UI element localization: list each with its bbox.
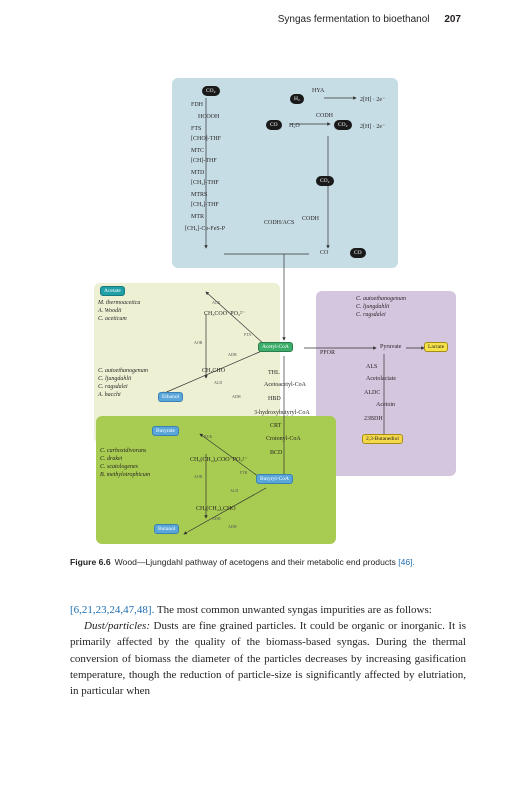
co2b-node: CO₂: [334, 120, 352, 130]
h2o-label: H₂O: [289, 123, 300, 129]
ch2-thf-label: [CH₂]-THF: [191, 180, 219, 186]
codh-top-label: CODH: [316, 113, 334, 119]
body-text: [6,21,23,24,47,48]. The most common unwa…: [70, 602, 466, 699]
enzyme-label: PTB: [240, 470, 248, 475]
fdh-label: FDH: [191, 102, 204, 108]
caption-label: Figure 6.6: [70, 557, 111, 567]
paragraph: [6,21,23,24,47,48]. The most common unwa…: [70, 602, 466, 618]
paragraph-text: Dusts are fine grained particles. It cou…: [70, 620, 466, 698]
hya-label: HYA: [312, 88, 325, 94]
butanediol-node: 2,3-Butanediol: [362, 434, 403, 444]
ch-thf-label: [CH]-THF: [191, 158, 217, 164]
als-label: ALS: [366, 364, 378, 370]
butyryl-coa-node: Butyryl-CoA: [256, 474, 294, 484]
page-number: 207: [444, 14, 461, 25]
acetyl-coa-node: Acetyl-CoA: [258, 342, 293, 352]
mtc-label: MTC: [191, 148, 205, 154]
pathway-arrows: [161, 96, 425, 535]
codh-acs-label: CODH/ACS: [264, 220, 295, 226]
acetoin-label: Acetoin: [376, 402, 395, 408]
23bdh-label: 23BDH: [364, 416, 383, 422]
caption-ref[interactable]: [46].: [398, 557, 415, 567]
butanediol-panel: [316, 291, 456, 476]
butanol-panel: [96, 416, 336, 544]
hydroxybutyryl-label: 3-hydroxybutyryl-CoA: [254, 410, 310, 416]
ethanol-node: Ethanol: [158, 392, 184, 402]
butanol-node: Butanol: [154, 524, 180, 534]
bcd-label: BCD: [270, 450, 283, 456]
organism: C. ragsdalei: [98, 384, 128, 390]
acetolactate-label: Acetolactate: [366, 376, 396, 382]
thl-label: THL: [268, 370, 280, 376]
lactate-node: Lactate: [424, 342, 449, 352]
fts-label: FTS: [191, 126, 202, 132]
mtrs-label: MTRS: [191, 192, 208, 198]
acetate-node: Acetate: [100, 286, 125, 296]
paragraph-lead: Dust/particles:: [84, 620, 150, 633]
codh-mid-label: CODH: [302, 216, 320, 222]
co2c-node: CO₂: [316, 176, 334, 186]
organism: M. thermoacetica: [98, 300, 141, 306]
wood-ljungdahl-panel: [172, 78, 398, 268]
enzyme-label: ADH: [212, 516, 221, 521]
cho-thf-label: [CHO]-THF: [191, 136, 221, 142]
running-title: Syngas fermentation to bioethanol: [277, 14, 430, 25]
crotonyl-label: Crotonyl-CoA: [266, 436, 301, 442]
hcooh-label: HCOOH: [198, 114, 220, 120]
enzyme-label: AOR: [194, 474, 203, 479]
running-header: Syngas fermentation to bioethanol 207: [278, 14, 461, 25]
enzyme-label: PTA: [244, 332, 252, 337]
organism: A. bacchi: [98, 392, 121, 398]
ch3-thf-label: [CH₃]-THF: [191, 202, 219, 208]
h2-node: H₂: [290, 94, 304, 104]
acetyl-phosphate-label: CH₃COO⁻PO₃²⁻: [204, 311, 245, 317]
organism: B. methylotrophicum: [100, 472, 151, 478]
crt-label: CRT: [270, 423, 282, 429]
acetoacetyl-label: Acetoacetyl-CoA: [264, 382, 306, 388]
co2-node: CO₂: [202, 86, 220, 96]
acetaldehyde-label: CH₃CHO: [202, 368, 226, 374]
organism: C. drakei: [100, 456, 123, 462]
caption-text: Wood—Ljungdahl pathway of acetogens and …: [114, 557, 396, 567]
butyryl-phosphate-label: CH₃(CH₂)₂COO⁻PO₃²⁻: [190, 457, 248, 463]
citation-link[interactable]: [6,21,23,24,47,48].: [70, 604, 155, 616]
paragraph: Dust/particles: Dusts are fine grained p…: [70, 618, 466, 699]
organism: C. aceticum: [98, 316, 127, 322]
co-bottom-node: CO: [350, 248, 366, 258]
enzyme-label: ACK: [212, 300, 221, 305]
enzyme-label: BUK: [204, 434, 213, 439]
hbd-label: HBD: [268, 396, 281, 402]
paragraph-text: The most common unwanted syngas impuriti…: [154, 604, 432, 616]
enzyme-label: ADH: [228, 352, 237, 357]
enzyme-label: ALD: [230, 488, 239, 493]
organism: C. autoethanogenum: [356, 296, 406, 302]
enzyme-label: ALD: [214, 380, 223, 385]
organism: C. ragsdalei: [356, 312, 386, 318]
co-bottom-label: CO: [320, 250, 329, 256]
enzyme-label: ADH: [228, 524, 237, 529]
organism: C. ljungdahlii: [98, 376, 132, 382]
butyraldehyde-label: CH₃(CH₂)₂CHO: [196, 506, 236, 512]
pfor-label: PFOR: [320, 350, 336, 356]
mtd-label: MTD: [191, 170, 205, 176]
organism: C. autoethanogenum: [98, 368, 148, 374]
hydrogen-label: 2[H] · 2e⁻: [360, 97, 386, 103]
organism: C. ljungdahlii: [356, 304, 390, 310]
enzyme-label: ADH: [232, 394, 241, 399]
co-node: CO: [266, 120, 282, 130]
mtr-label: MTR: [191, 214, 205, 220]
aldc-label: ALDC: [364, 390, 381, 396]
hydrogen2-label: 2[H] · 2e⁻: [360, 124, 386, 130]
ch3-co-label: [CH₃]-Co-FeS-P: [185, 226, 226, 232]
butyrate-node: Butyrate: [152, 426, 179, 436]
organism: C. scatologenes: [100, 464, 138, 470]
enzyme-label: AOR: [194, 340, 203, 345]
pathway-figure: CO₂ FDH HCOOH FTS [CHO]-THF MTC [CH]-THF…: [94, 78, 458, 544]
organism: C. carboxidivorans: [100, 448, 147, 454]
pyruvate-label: Pyruvate: [380, 344, 402, 350]
organism: A. Woodii: [98, 308, 122, 314]
